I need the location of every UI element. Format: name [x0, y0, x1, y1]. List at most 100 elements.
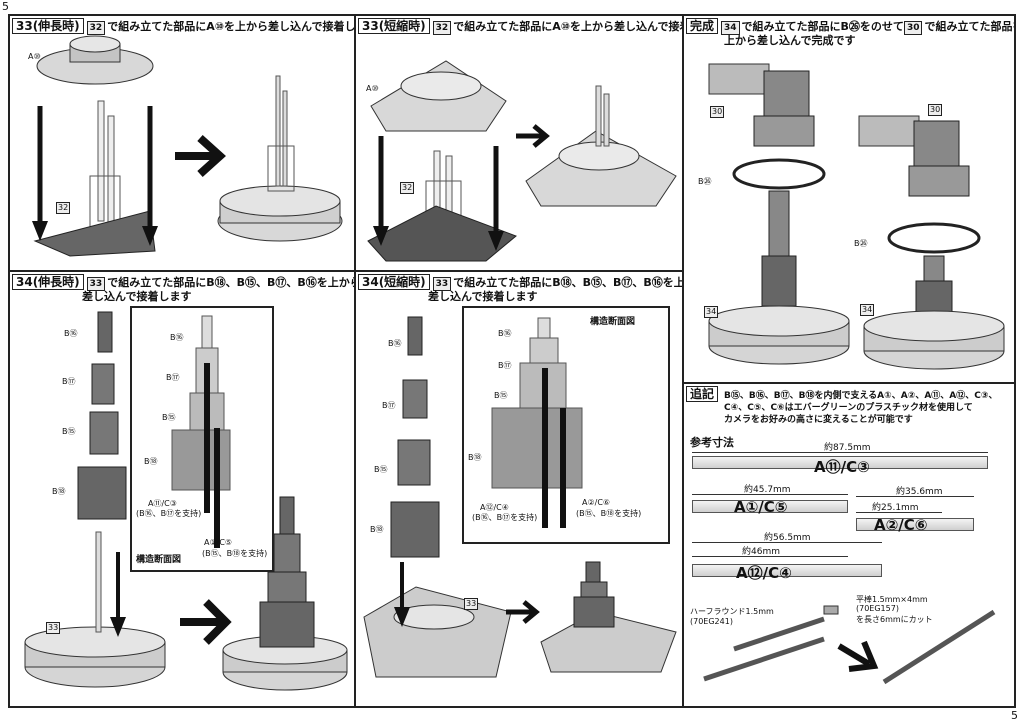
- rod4-dimension-1: 約56.5mm: [764, 533, 811, 543]
- label-b26-right: B㉖: [854, 239, 868, 248]
- label-30-right: 30: [928, 104, 943, 116]
- part-ref-box: 32: [86, 21, 106, 35]
- instruction-text: で組み立てた部品にB㉖をのせて: [741, 20, 904, 33]
- rod-a1-c5: [692, 500, 848, 513]
- rod1-label: A⑪/C③: [814, 458, 870, 476]
- rod3-dimension-2: 約25.1mm: [872, 503, 919, 513]
- instruction-text-2: 差し込んで接着します: [428, 290, 538, 303]
- rod3-label: A②/C⑥: [874, 516, 928, 534]
- rod2-label: A①/C⑤: [734, 498, 788, 516]
- rod4-dim-line-2: [692, 556, 848, 557]
- note-text: B⑮、B⑯、B⑰、B⑱を内側で支えるA①、A②、A⑪、A⑫、C③、 C④、C⑤、…: [724, 390, 998, 426]
- panel-header: 追記: [686, 386, 721, 402]
- label-a10: A⑩: [366, 84, 379, 93]
- label-b15: B⑮: [62, 427, 76, 436]
- label-33: 33: [464, 598, 479, 610]
- assembly-illustration: [32, 35, 343, 257]
- label-33: 33: [46, 622, 61, 634]
- section-label-a12: A⑫/C④: [480, 503, 509, 512]
- rod4-label: A⑫/C④: [736, 564, 792, 582]
- section-label-b15: B⑮: [162, 413, 176, 422]
- step-tag: 完成: [686, 18, 719, 34]
- label-b17: B⑰: [62, 377, 76, 386]
- material-illustration: [703, 605, 996, 685]
- label-30-left: 30: [710, 106, 725, 118]
- rod1-dimension: 約87.5mm: [824, 443, 871, 453]
- rod-a2-c6: [856, 518, 974, 531]
- flat-bar-cut: を長さ6mmにカット: [856, 615, 933, 624]
- part-ref-box: 33: [86, 277, 106, 291]
- part-ref-box-2: 30: [903, 21, 923, 35]
- section-label-a2-sub: (B⑮、B⑱を支持): [576, 509, 642, 518]
- label-34-right: 34: [860, 304, 875, 316]
- label-b16: B⑯: [388, 339, 402, 348]
- rod2-dim-line: [692, 494, 848, 495]
- note-line-3: カメラをお好みの高さに変えることが可能です: [724, 415, 913, 425]
- label-b18: B⑱: [52, 487, 66, 496]
- label-a10: A⑩: [28, 52, 41, 61]
- section-label-b16: B⑯: [498, 329, 512, 338]
- half-round-label: ハーフラウンド1.5mm: [690, 607, 774, 616]
- complete-illustration: [708, 63, 1005, 370]
- section-label-b16: B⑯: [170, 333, 184, 342]
- instruction-text-2: で組み立てた部品を: [924, 20, 1016, 33]
- note-line-2: C④、C⑤、C⑥はエバーグリーンのプラスチック材を使用して: [724, 403, 973, 413]
- instruction-text-2: 差し込んで接着します: [82, 290, 192, 303]
- section-label-b17: B⑰: [166, 373, 180, 382]
- section-title: 構造断面図: [136, 555, 182, 565]
- cross-section-inset: 構造断面図 B⑯ B⑰ B⑮ B⑱ A⑫/C④ (B⑯、B⑰を支持) A②/C⑥…: [462, 306, 670, 544]
- rod-a11-c3: [692, 456, 988, 469]
- section-label-a12-sub: (B⑯、B⑰を支持): [472, 513, 538, 522]
- section-label-a2: A②/C⑥: [582, 498, 611, 507]
- label-b26-left: B㉖: [698, 177, 712, 186]
- step-tag: 34(伸長時): [12, 274, 84, 290]
- instruction-text: で組み立てた部品にB⑱、B⑮、B⑰、B⑯を上から: [453, 276, 684, 289]
- step-tag: 追記: [686, 386, 719, 402]
- step-tag: 33(伸長時): [12, 18, 84, 34]
- half-round-code: (70EG241): [690, 617, 733, 626]
- label-32: 32: [56, 202, 71, 214]
- section-label-b18: B⑱: [144, 457, 158, 466]
- page-number-top: 5: [2, 0, 9, 13]
- section-label-a11-sub: (B⑯、B⑰を支持): [136, 509, 202, 518]
- assembly-illustration: [367, 60, 677, 262]
- rod1-dim-line: [692, 452, 988, 453]
- rod3-dim-line-2: [856, 512, 942, 513]
- section-label-b17: B⑰: [498, 361, 512, 370]
- label-b18: B⑱: [370, 525, 384, 534]
- step-tag: 34(短縮時): [358, 274, 430, 290]
- instruction-text: で組み立てた部品にA⑩を上から差し込んで接着します: [107, 20, 356, 33]
- section-title: 構造断面図: [590, 317, 636, 327]
- part-ref-box: 32: [432, 21, 452, 35]
- rod3-dim-line-1: [856, 496, 974, 497]
- part-ref-box: 34: [721, 21, 740, 35]
- note-line-1: B⑮、B⑯、B⑰、B⑱を内側で支えるA①、A②、A⑪、A⑫、C③、: [724, 391, 998, 401]
- label-b17: B⑰: [382, 401, 396, 410]
- flat-bar-label: 平棒1.5mm×4mm: [856, 595, 928, 604]
- section-label-b15: B⑮: [494, 391, 508, 400]
- rod4-dimension-2: 約46mm: [742, 547, 780, 557]
- label-b16: B⑯: [64, 329, 78, 338]
- label-b15: B⑮: [374, 465, 388, 474]
- cross-section-diagram: [171, 315, 231, 548]
- cross-section-inset: B⑯ B⑰ B⑮ B⑱ A⑪/C③ (B⑯、B⑰を支持) A①/C⑤ (B⑮、B…: [130, 306, 274, 572]
- cross-section-diagram: [491, 317, 583, 528]
- label-34-left: 34: [704, 306, 719, 318]
- section-label-a11: A⑪/C③: [148, 499, 177, 508]
- parts-illustration: [24, 311, 348, 691]
- label-32: 32: [400, 182, 415, 194]
- rod3-dimension-1: 約35.6mm: [896, 487, 943, 497]
- reference-title: 参考寸法: [690, 436, 734, 449]
- section-label-a1: A①/C⑤: [204, 538, 233, 547]
- rod2-dimension: 約45.7mm: [744, 485, 791, 495]
- parts-illustration: [363, 316, 677, 678]
- part-ref-box: 33: [432, 277, 452, 291]
